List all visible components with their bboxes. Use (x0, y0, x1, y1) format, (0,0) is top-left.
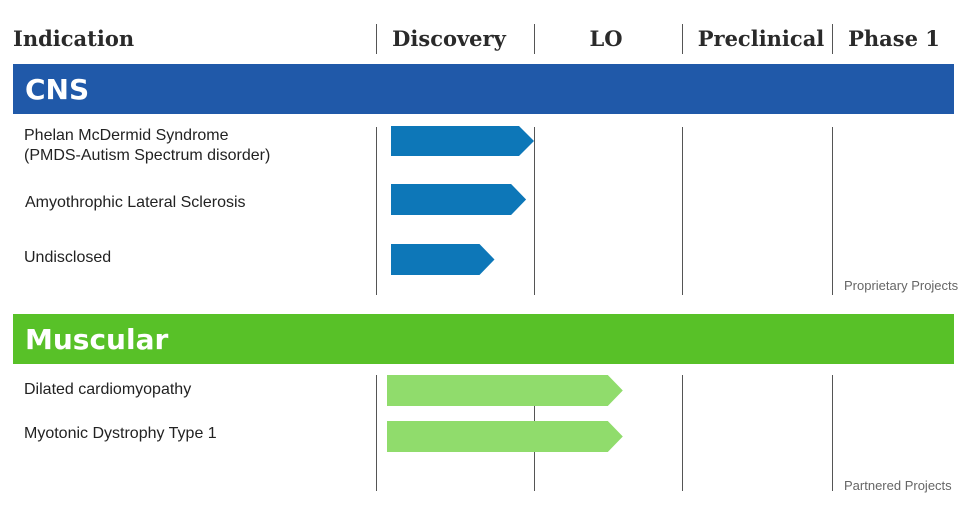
indication-label-line: Amyothrophic Lateral Sclerosis (25, 194, 246, 211)
section-band-cns: CNS (13, 64, 954, 114)
header-divider (534, 24, 535, 54)
progress-arrow (387, 375, 623, 406)
header-phase-1: Phase 1 (848, 26, 940, 51)
indication-label-line: Dilated cardiomyopathy (24, 381, 192, 398)
header-lo: LO (589, 26, 623, 51)
indication-label-line: Undisclosed (24, 249, 112, 266)
grid-line (832, 375, 833, 491)
progress-arrow (387, 421, 623, 452)
header-divider (376, 24, 377, 54)
grid-line (376, 127, 377, 295)
grid-line (534, 127, 535, 295)
header-divider (832, 24, 833, 54)
grid-line (832, 127, 833, 295)
section-title-muscular: Muscular (25, 322, 169, 356)
indication-label: Amyothrophic Lateral Sclerosis (25, 193, 246, 213)
header-indication: Indication (13, 26, 135, 51)
indication-label-line: (PMDS-Autism Spectrum disorder) (24, 147, 271, 164)
section-title-cns: CNS (25, 72, 90, 106)
progress-arrow (391, 244, 495, 275)
progress-arrow (391, 126, 534, 156)
grid-line (376, 375, 377, 491)
indication-label: Phelan McDermid Syndrome (PMDS-Autism Sp… (24, 126, 270, 166)
indication-label: Myotonic Dystrophy Type 1 (24, 424, 217, 444)
grid-line (682, 375, 683, 491)
header-discovery: Discovery (392, 26, 506, 51)
progress-arrow (391, 184, 527, 215)
partnered-projects-note: Partnered Projects (844, 478, 952, 493)
indication-label-line: Myotonic Dystrophy Type 1 (24, 425, 217, 442)
proprietary-projects-note: Proprietary Projects (844, 278, 959, 293)
indication-label: Dilated cardiomyopathy (24, 380, 191, 400)
header-preclinical: Preclinical (697, 26, 825, 51)
indication-label: Undisclosed (24, 248, 111, 268)
indication-label-line: Phelan McDermid Syndrome (24, 127, 229, 144)
header-divider (682, 24, 683, 54)
grid-line (682, 127, 683, 295)
section-band-muscular: Muscular (13, 314, 954, 364)
